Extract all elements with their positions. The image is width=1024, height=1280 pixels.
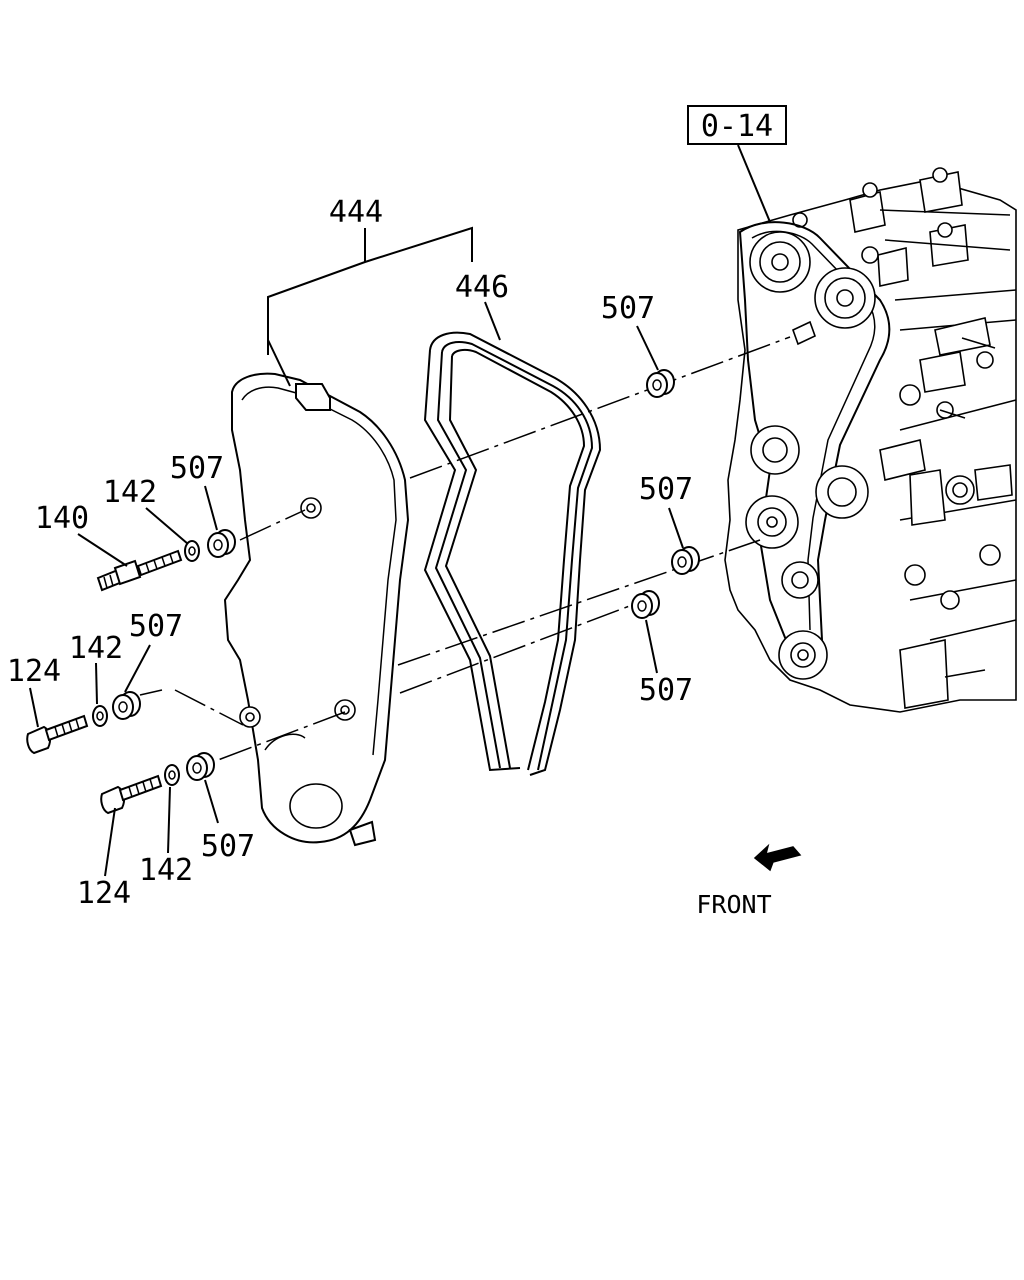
callout-stud-bolt: 140 xyxy=(35,501,89,536)
grommet-upper-left xyxy=(207,529,236,558)
callout-washer-middle: 142 xyxy=(69,631,123,666)
grommet-middle-left xyxy=(112,691,141,720)
front-label: FRONT xyxy=(696,890,771,919)
gasket xyxy=(423,331,602,776)
leader-lines xyxy=(29,144,771,877)
bolt-middle xyxy=(26,714,89,755)
callout-grommet-upper-right: 507 xyxy=(601,291,655,326)
callout-gasket: 446 xyxy=(455,270,509,305)
callout-grommet-lower-left: 507 xyxy=(201,829,255,864)
grommet-lower-right xyxy=(631,590,660,619)
timing-cover xyxy=(223,372,410,847)
stud-bolt xyxy=(96,549,183,592)
washer-upper xyxy=(184,540,200,562)
grommet-middle-right xyxy=(671,546,700,575)
grommets xyxy=(112,369,700,781)
callout-bolt-lower: 124 xyxy=(77,876,131,911)
engine-block xyxy=(724,167,1017,713)
callout-cover-assembly: 444 xyxy=(329,195,383,230)
reference-box-label: 0-14 xyxy=(701,109,773,144)
bolt-lower xyxy=(100,774,163,815)
callout-grommet-middle-right: 507 xyxy=(639,472,693,507)
callout-bolt-middle: 124 xyxy=(7,654,61,689)
callout-washer-lower: 142 xyxy=(139,853,193,888)
washer-middle xyxy=(92,705,108,727)
callout-grommet-lower-right: 507 xyxy=(639,673,693,708)
reference-box-frame xyxy=(687,105,787,145)
callout-grommet-upper-left: 507 xyxy=(170,451,224,486)
callout-grommet-middle-left: 507 xyxy=(129,609,183,644)
callout-washer-upper: 142 xyxy=(103,475,157,510)
grommet-upper-right xyxy=(646,369,675,398)
grommet-lower-left xyxy=(186,752,215,781)
washer-lower xyxy=(164,764,180,786)
washers xyxy=(92,540,200,786)
front-arrow-icon xyxy=(753,843,802,872)
